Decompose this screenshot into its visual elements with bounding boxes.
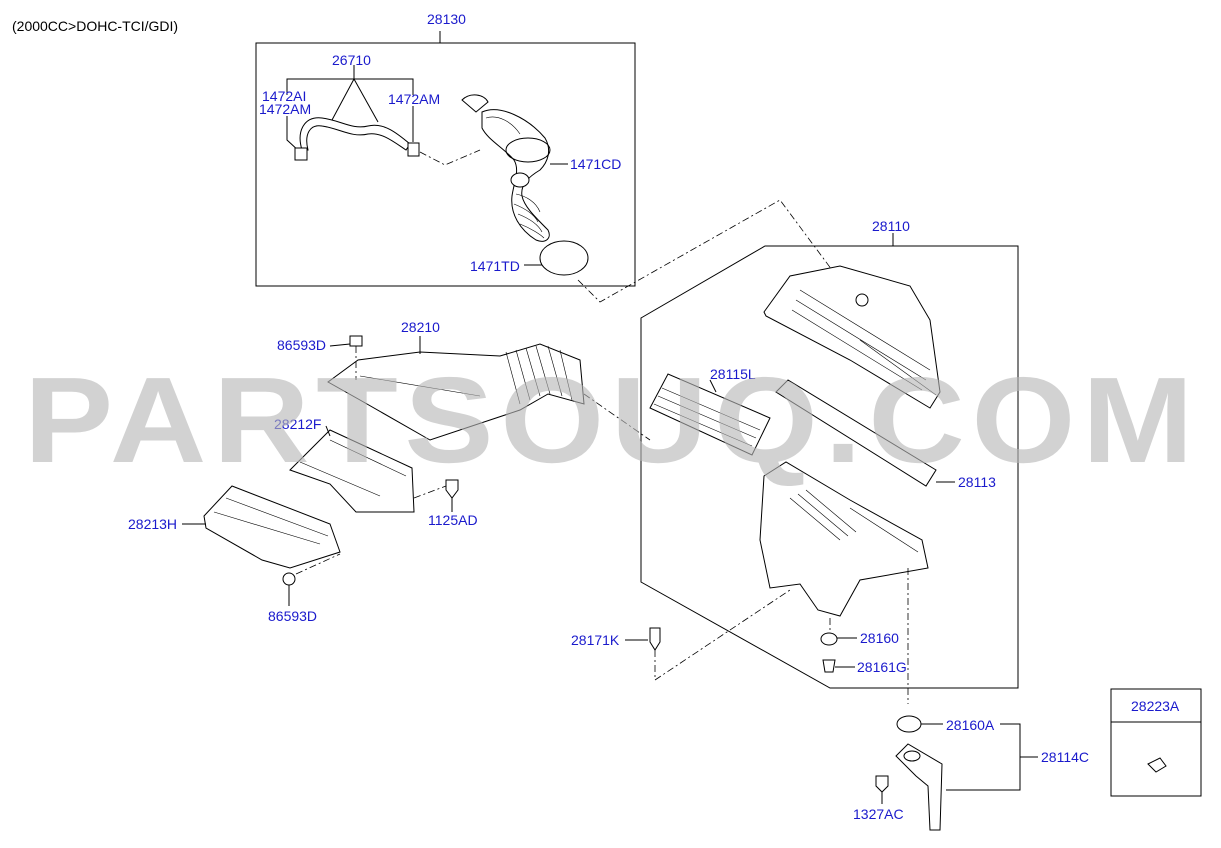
label-86593D-top[interactable]: 86593D <box>277 337 326 353</box>
inset-28223A-frame <box>1110 688 1202 797</box>
hose-clamp-top <box>461 94 489 113</box>
filter-element-28115L <box>649 373 771 456</box>
engine-spec-title: (2000CC>DOHC-TCI/GDI) <box>12 18 178 34</box>
breather-hose-26710 <box>299 117 411 151</box>
label-28212F[interactable]: 28212F <box>274 416 321 432</box>
leader-28114C <box>946 723 1021 791</box>
clamp-1472AI <box>294 147 308 161</box>
label-28213H[interactable]: 28213H <box>128 516 177 532</box>
grommet-28160A <box>896 715 922 733</box>
label-28130[interactable]: 28130 <box>427 11 466 27</box>
label-28115L[interactable]: 28115L <box>710 366 756 382</box>
label-86593D-bottom[interactable]: 86593D <box>268 608 317 624</box>
resonator-28212F <box>289 429 415 513</box>
air-cleaner-body <box>759 461 929 617</box>
duct-port <box>510 172 530 188</box>
label-1472AM-right[interactable]: 1472AM <box>388 91 440 107</box>
bracket-26710 <box>286 78 414 95</box>
label-1472AI[interactable]: 1472AI <box>262 88 306 104</box>
clip-28223A <box>1147 757 1167 773</box>
label-1471TD[interactable]: 1471TD <box>470 258 520 274</box>
bracket-28114C <box>895 743 943 831</box>
label-28114C[interactable]: 28114C <box>1041 749 1089 765</box>
label-28113[interactable]: 28113 <box>958 474 996 490</box>
hose-clamp-1471TD <box>539 240 589 276</box>
resonator-ribs <box>299 439 407 497</box>
filter-pleats <box>653 387 761 447</box>
label-1472AM-left[interactable]: 1472AM <box>259 101 311 117</box>
watermark: PARTSOUQ.COM <box>24 352 1200 488</box>
air-cleaner-cover <box>763 265 941 409</box>
cover-sensor-port <box>855 293 869 307</box>
nut-1327AC <box>875 775 889 793</box>
guide-ribs <box>213 497 329 545</box>
clamp-1472AM <box>407 142 420 157</box>
label-28210[interactable]: 28210 <box>401 319 440 335</box>
leader-1472AI <box>286 116 301 153</box>
label-1471CD[interactable]: 1471CD <box>570 156 621 172</box>
group-28130-frame <box>255 42 636 287</box>
label-28160[interactable]: 28160 <box>860 630 899 646</box>
label-1327AC[interactable]: 1327AC <box>853 806 904 822</box>
duct-28210-ribs <box>359 345 573 405</box>
clip-86593D-top <box>349 335 363 347</box>
leader-28212F <box>325 425 331 437</box>
label-28161G[interactable]: 28161G <box>857 659 907 675</box>
bracket-hole <box>903 750 921 762</box>
label-28160A[interactable]: 28160A <box>946 717 995 733</box>
label-28223A[interactable]: 28223A <box>1131 698 1180 714</box>
intake-duct-ribs <box>485 116 545 239</box>
label-28110[interactable]: 28110 <box>872 218 910 234</box>
label-1125AD[interactable]: 1125AD <box>428 512 478 528</box>
label-26710[interactable]: 26710 <box>332 52 371 68</box>
cover-ribs <box>791 289 937 396</box>
leader-28115L <box>709 379 717 393</box>
collar-28161G <box>822 659 836 673</box>
label-28171K[interactable]: 28171K <box>571 632 620 648</box>
hose-clamp-1471CD <box>505 137 551 163</box>
bolt-1125AD <box>445 479 459 499</box>
seal-28113 <box>775 379 937 487</box>
clip-86593D-bottom <box>282 572 296 586</box>
leader-86593D-top <box>329 343 351 347</box>
body-ribs <box>789 489 919 553</box>
bolt-28171K <box>649 627 661 651</box>
group-28110-frame <box>640 245 1019 689</box>
air-guide-28213H <box>203 485 341 569</box>
grommet-28160 <box>820 632 838 646</box>
